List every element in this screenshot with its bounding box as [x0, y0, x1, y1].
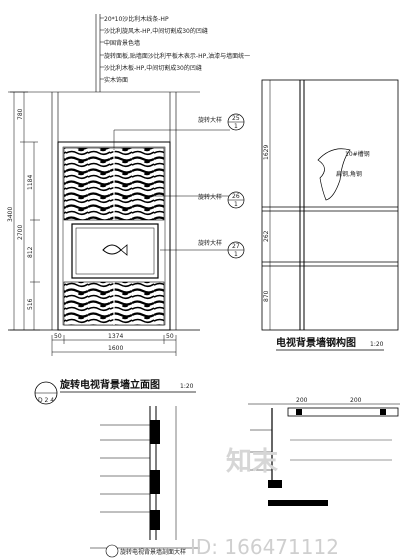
vdim-780: 780: [17, 108, 24, 120]
hdim-1374: 1374: [108, 333, 123, 340]
steel-scale: 1:20: [370, 341, 384, 348]
horizontal-dimensions: 50 1374 50 1600: [51, 333, 177, 356]
tv-fish-motif: [102, 244, 128, 256]
hdim-50-left: 50: [54, 333, 62, 340]
steel-title-block: 电视背景墙钢构图 1:20: [276, 336, 384, 351]
vdim-2700: 2700: [17, 225, 24, 240]
steel-dim-870: 870: [263, 290, 270, 302]
steel-dim-262: 262: [263, 230, 270, 242]
callout-1[interactable]: 旋转大样 25 1: [198, 113, 245, 131]
vdim-3400: 3400: [7, 207, 14, 222]
tv-rotating-panel: [71, 223, 159, 279]
section-dim-1: 200: [296, 397, 308, 404]
steel-dim-1629: 1629: [263, 145, 270, 160]
vdim-1184: 1184: [27, 175, 34, 190]
callout-3[interactable]: 旋转大样 27 1: [198, 239, 245, 259]
hdim-50-right: 50: [166, 333, 174, 340]
watermark: 知末 ID: 166471112: [190, 447, 339, 559]
vdim-812: 812: [27, 246, 34, 258]
callout-3-label: 旋转大样: [198, 239, 222, 247]
note-6: 实木饰面: [104, 76, 128, 84]
callout-2-label: 旋转大样: [198, 193, 222, 201]
vertical-dimensions: 780 1184 2700 812 516 3400: [7, 91, 40, 331]
section-detail-left: [90, 406, 200, 549]
watermark-brand: 知末: [226, 447, 279, 477]
section-detail-right: 200 200: [248, 397, 400, 506]
section-ref: 旋转电视背景墙剖面大样: [120, 548, 186, 556]
watermark-id: ID: 166471112: [190, 535, 339, 559]
section-dim-2: 200: [350, 397, 362, 404]
note-2: 沙比利旋风木-HP,中间切割成30的凹缝: [104, 27, 208, 35]
top-notes: 20*10沙比利木线条-HP 沙比利旋风木-HP,中间切割成30的凹缝 中国背景…: [95, 14, 250, 92]
elevation-ref: D 2 4: [38, 397, 54, 404]
steel-structure: 10#槽钢 扁钢,角钢 1629 262 870: [261, 79, 399, 331]
vdim-516: 516: [27, 298, 34, 310]
elevation-scale: 1:20: [180, 383, 194, 390]
callout-1-label: 旋转大样: [198, 116, 222, 124]
note-4: 旋转面板,贴墙面沙比利平板木表示-HP,油漆与墙面统一: [104, 52, 250, 60]
note-3: 中国背景色墙: [104, 39, 140, 47]
callout-2-num: 26: [232, 193, 240, 200]
callout-2[interactable]: 旋转大样 26 1: [198, 191, 245, 209]
note-1: 20*10沙比利木线条-HP: [104, 15, 169, 23]
callout-3-sheet: 1: [234, 251, 238, 258]
hdim-1600: 1600: [108, 345, 123, 352]
note-5: 沙比利木板-HP,中间切割成30的凹缝: [104, 64, 202, 72]
elevation-title: 旋转电视背景墙立面图: [59, 378, 160, 391]
steel-title: 电视背景墙钢构图: [276, 336, 356, 349]
steel-note-channel: 10#槽钢: [345, 150, 370, 158]
elevation-title-block: D 2 4 旋转电视背景墙立面图 1:20: [34, 378, 196, 405]
steel-note-flat: 扁钢,角钢: [336, 170, 362, 178]
section-title-block: 旋转电视背景墙剖面大样: [105, 544, 186, 558]
callout-1-sheet: 1: [234, 123, 238, 130]
callout-2-sheet: 1: [234, 201, 238, 208]
elevation-wall: [8, 91, 230, 331]
callout-3-num: 27: [232, 243, 240, 250]
callout-1-num: 25: [232, 115, 240, 122]
